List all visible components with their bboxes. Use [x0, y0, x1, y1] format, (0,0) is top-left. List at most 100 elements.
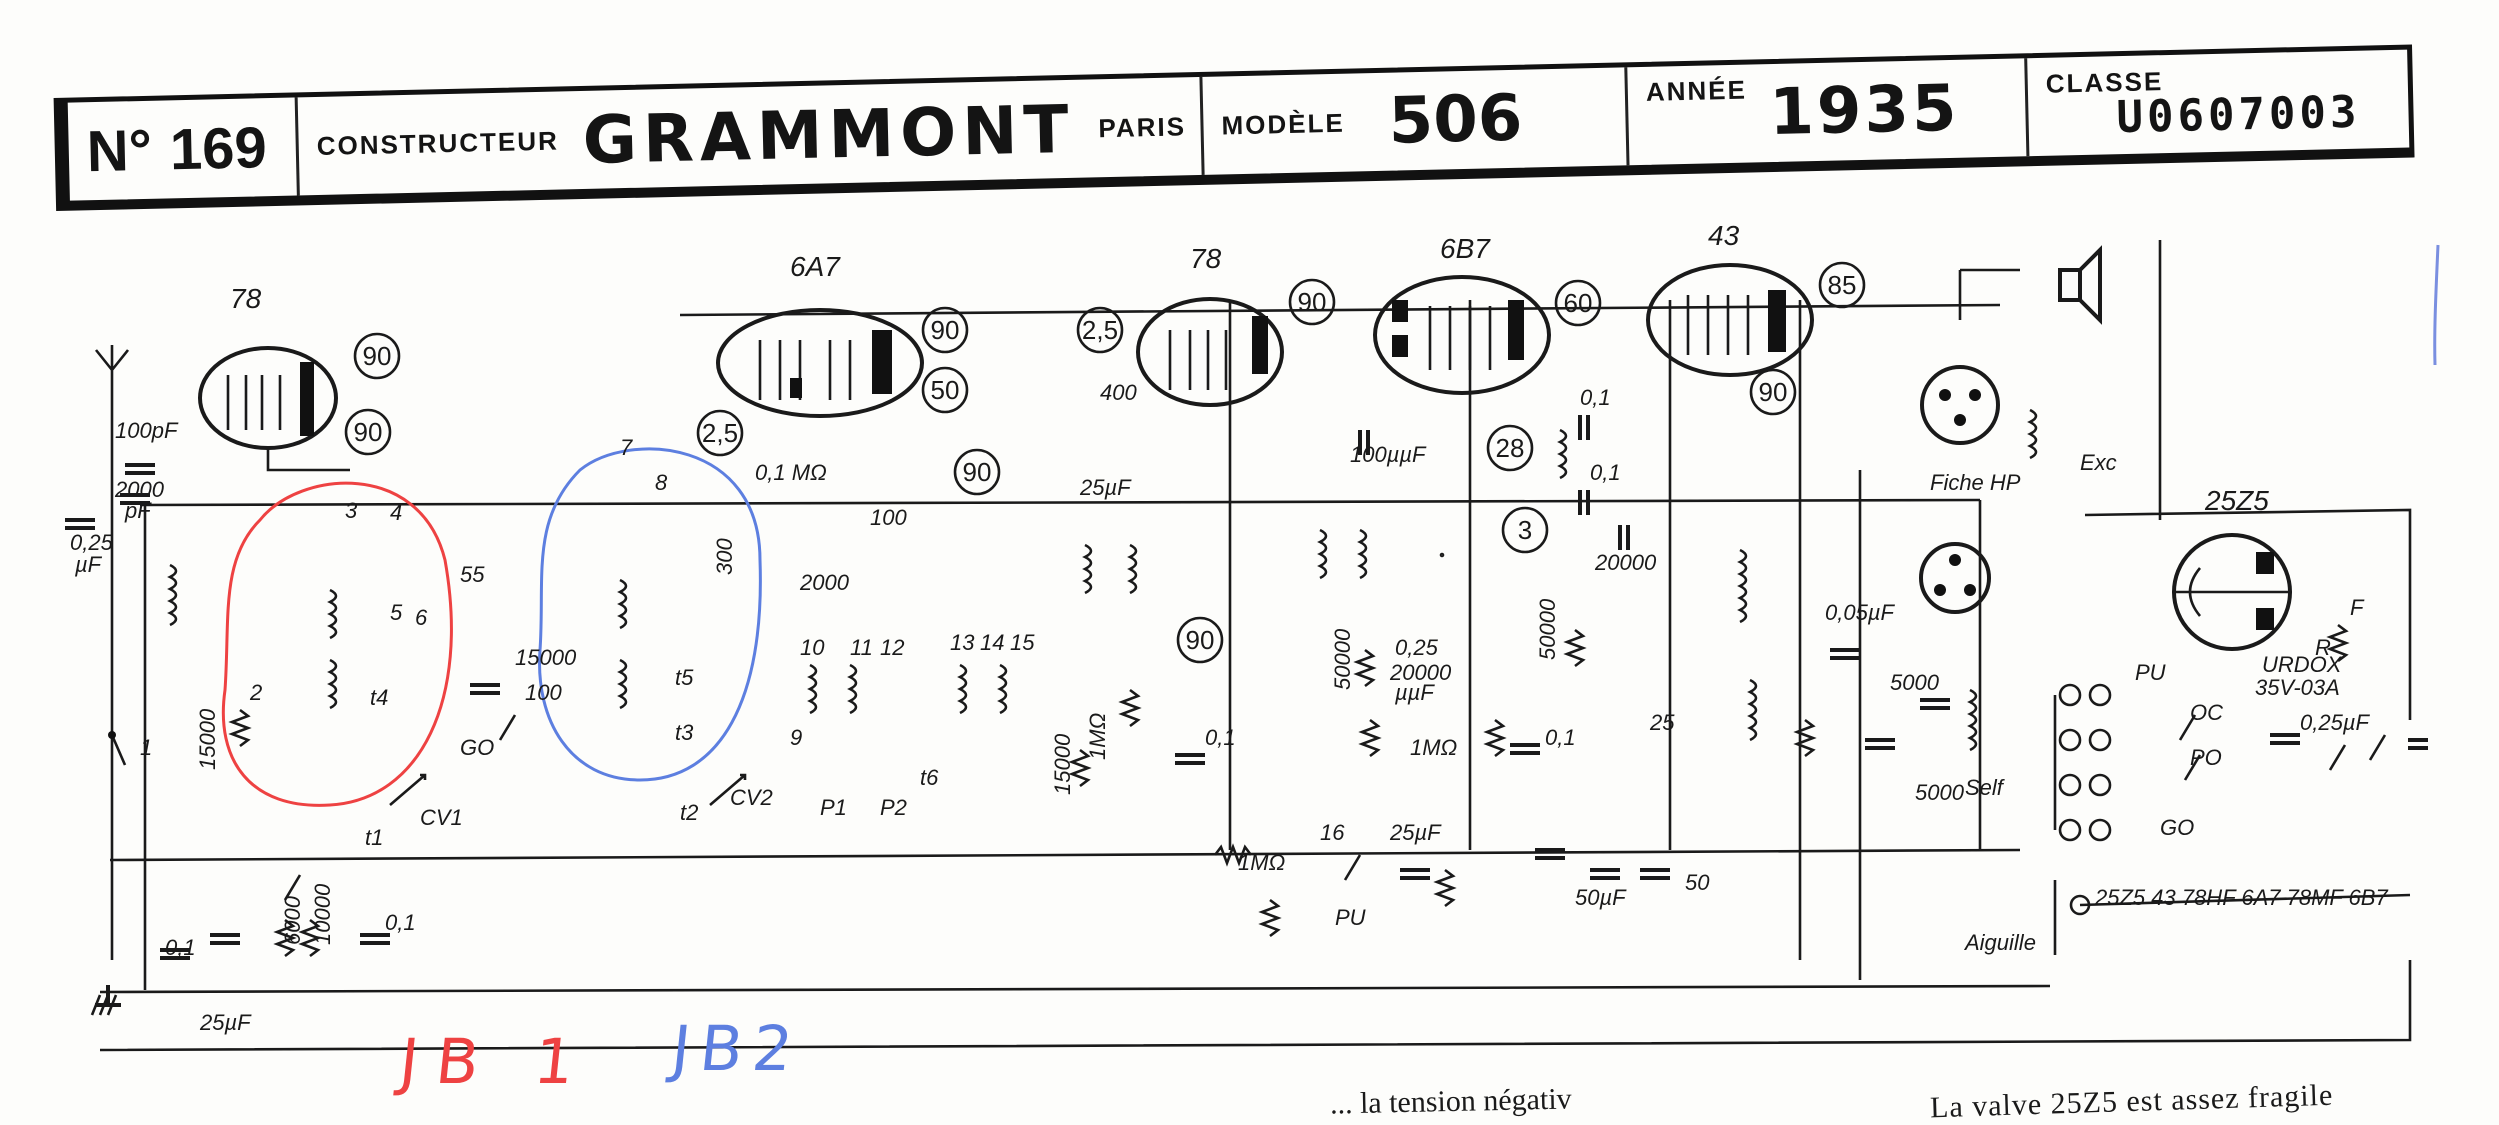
- label-c20000a: 20000: [1389, 660, 1452, 685]
- label-r300: 300: [712, 538, 737, 575]
- label-n11: 11: [850, 635, 873, 660]
- tube-4: [1373, 275, 1551, 395]
- tube-2: [716, 308, 924, 418]
- label-n2: 2: [249, 680, 262, 705]
- label-urdox2: 35V-03A: [2255, 675, 2340, 700]
- tube-3-voltage: 90: [1298, 287, 1327, 317]
- label-n1: 1: [140, 735, 152, 760]
- label-cv2: CV2: [730, 785, 773, 810]
- tube-1-voltage: 90: [363, 341, 392, 371]
- tube-4-name: 6B7: [1440, 233, 1491, 264]
- label-n6: 6: [415, 605, 428, 630]
- label-r1mo: 1MΩ: [1410, 735, 1457, 760]
- label-c20000b: 20000: [1594, 550, 1657, 575]
- label-f: F: [2350, 595, 2365, 620]
- tube-5-name: 43: [1708, 220, 1740, 251]
- label-c01e: 0,1: [1580, 385, 1611, 410]
- tube-3-name: 78: [1190, 243, 1222, 274]
- label-r50000b: 50000: [1535, 598, 1560, 660]
- label-c01b: 0,1: [385, 910, 416, 935]
- label-c005: 0,05µF: [1825, 600, 1895, 625]
- label-self: Self: [1965, 775, 2006, 800]
- ground-symbol: [90, 985, 121, 1016]
- loudspeaker-icon: [1958, 245, 2102, 325]
- tube-5: [1646, 263, 1814, 377]
- label-c100pfb: 100µµF: [1350, 442, 1427, 467]
- label-c025c: 0,25µF: [2300, 710, 2370, 735]
- footer-left-text: ... la tension négativ: [1329, 1082, 1572, 1121]
- label-fiche: Fiche HP: [1930, 470, 2021, 495]
- tube-6-name: 25Z5: [2204, 485, 2269, 516]
- label-c25mufd: 25µF: [1389, 820, 1442, 845]
- label-go2: GO: [460, 735, 494, 760]
- tube-1-name: 78: [230, 283, 262, 314]
- tube-6: [2172, 533, 2292, 651]
- label-n13: 13: [950, 630, 975, 655]
- label-r10000: 10000: [310, 883, 335, 945]
- label-exc: Exc: [2080, 450, 2117, 475]
- label-n9: 9: [790, 725, 802, 750]
- label-p2: P2: [880, 795, 907, 820]
- tube-3: [1136, 297, 1284, 407]
- voltage-circle: 50: [931, 375, 960, 405]
- variable-capacitors: [389, 773, 747, 806]
- red-annotation-text: JB 1: [396, 1025, 596, 1098]
- label-pu2: PU: [1335, 905, 1366, 930]
- voltage-circle: 90: [1759, 377, 1788, 407]
- label-c50: 50: [1685, 870, 1710, 895]
- label-n10: 10: [800, 635, 825, 660]
- voltage-circle: 28: [1496, 433, 1525, 463]
- label-n8: 8: [655, 470, 668, 495]
- voltage-circle: 2,5: [1082, 315, 1118, 345]
- label-n7: 7: [620, 435, 633, 460]
- selector-contacts: [2053, 683, 2112, 842]
- octal-socket: [1919, 542, 1991, 614]
- label-c25muf: 25µF: [1079, 475, 1132, 500]
- label-r1mo1: 1MΩ: [1085, 713, 1110, 760]
- label-n4: 4: [390, 500, 402, 525]
- tube-voltage-circles: 90 90 90 60 85: [353, 261, 1866, 380]
- label-t5: t5: [675, 665, 694, 690]
- component-labels: 100pF 2000 pF 0,25 µF 15000 15000 100 55…: [70, 380, 2388, 1035]
- label-n12: 12: [880, 635, 904, 660]
- label-aiguille: Aiguille: [1963, 930, 2036, 955]
- label-c5000b: 5000: [1915, 780, 1965, 805]
- label-c50muf: 50µF: [1575, 885, 1627, 910]
- label-filament-chain: 25Z5 43 78HF 6A7 78MF 6B7: [2094, 885, 2388, 910]
- label-oc: OC: [2190, 700, 2223, 725]
- label-pf: pF: [124, 498, 152, 523]
- label-t2: t2: [680, 800, 698, 825]
- label-n16: 16: [1320, 820, 1345, 845]
- blue-annotation-loop: [538, 447, 762, 782]
- tube-4-voltage: 60: [1564, 288, 1593, 318]
- tube-2-voltage: 90: [931, 315, 960, 345]
- blue-annotation-text: JB2: [668, 1012, 807, 1085]
- label-urdox: URDOX: [2262, 652, 2343, 677]
- label-po: PO: [2190, 745, 2222, 770]
- filament-chain: [2053, 880, 2411, 955]
- antenna: [94, 345, 130, 960]
- tube-5-voltage: 85: [1828, 270, 1857, 300]
- tube-1: [198, 346, 350, 472]
- label-c025b: 0,25: [1395, 635, 1439, 660]
- label-c01a: 0,1: [165, 935, 196, 960]
- capacitors: [65, 415, 2428, 960]
- bus-wires: [99, 240, 2412, 1052]
- label-c25mufb: 25: [1649, 710, 1675, 735]
- label-c100muf: 100: [525, 680, 562, 705]
- label-c01d: 0,1: [1545, 725, 1576, 750]
- label-r6000: 6000: [280, 895, 305, 945]
- label-t6: t6: [920, 765, 939, 790]
- label-t3: t3: [675, 720, 694, 745]
- label-r: R: [2315, 635, 2331, 660]
- red-annotation-loop: [221, 481, 453, 807]
- label-r15000b: 15000: [515, 645, 577, 670]
- coils: [167, 408, 2038, 752]
- label-c55: 55: [460, 562, 485, 587]
- label-go: GO: [2160, 815, 2194, 840]
- label-r50000a: 50000: [1330, 628, 1355, 690]
- label-r01mo: 0,1 MΩ: [755, 460, 827, 485]
- voltage-circle: 2,5: [702, 418, 738, 448]
- voltage-circle: 90: [354, 417, 383, 447]
- switches: [108, 714, 2387, 901]
